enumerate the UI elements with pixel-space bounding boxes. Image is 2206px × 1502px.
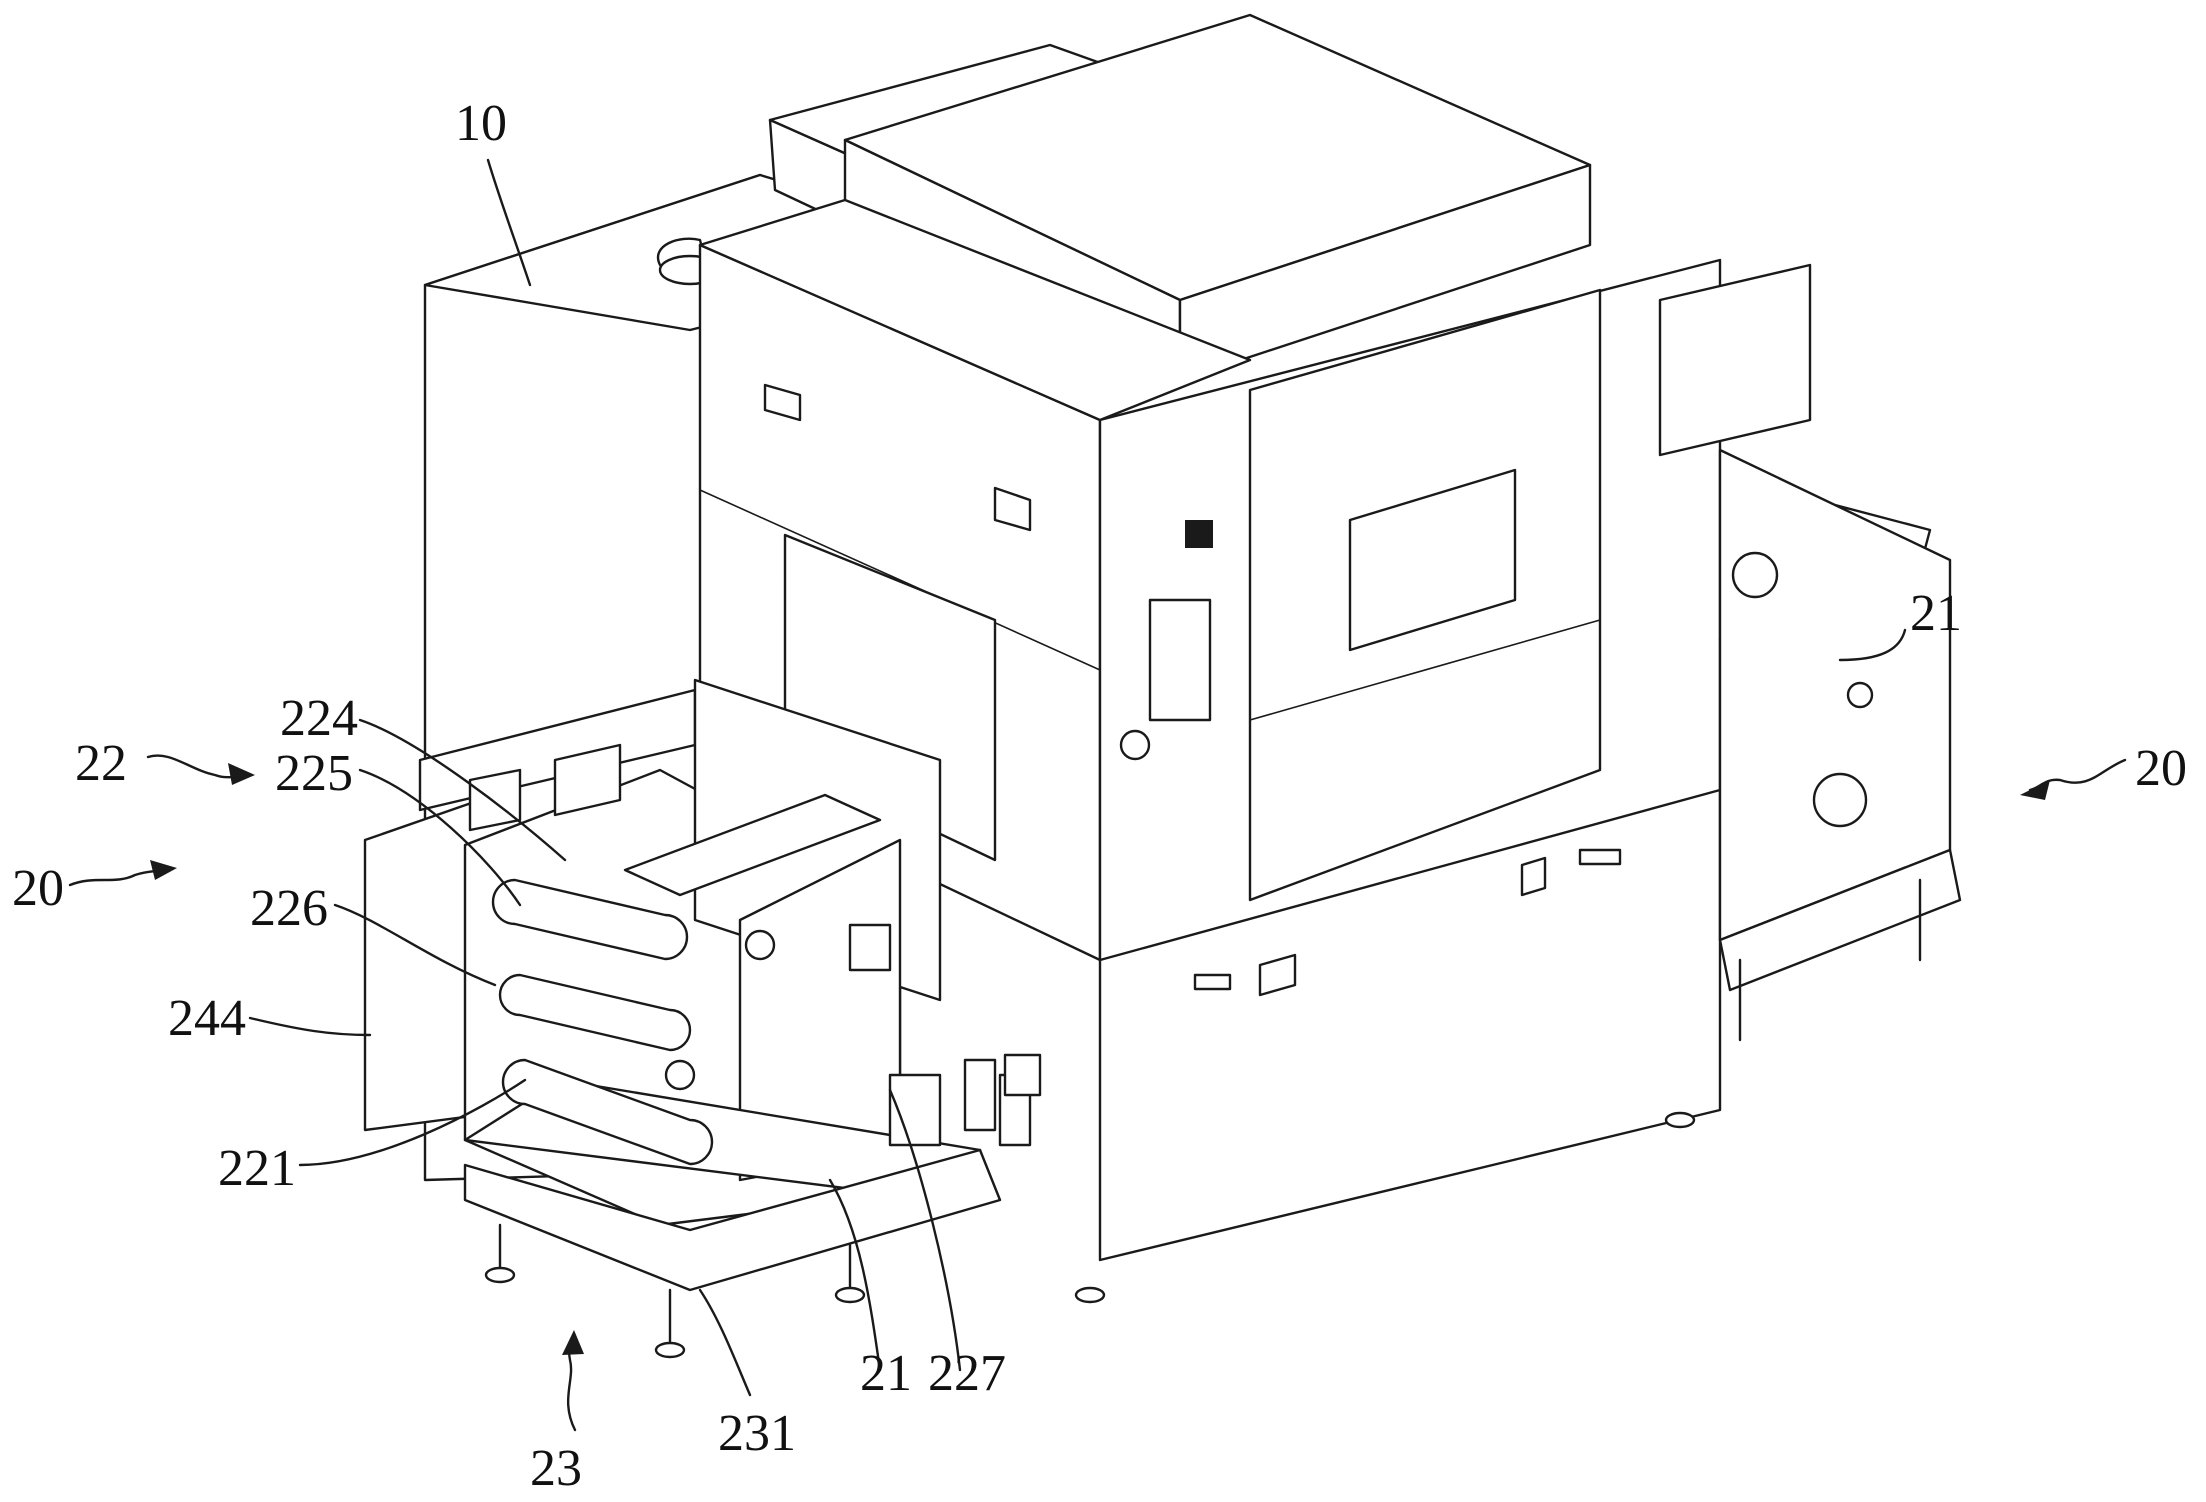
label-20-right: 20 xyxy=(2135,740,2187,797)
rollers xyxy=(491,878,714,1166)
label-225: 225 xyxy=(275,745,353,802)
base-frame xyxy=(463,1111,1696,1359)
right-unit xyxy=(1658,263,1962,1042)
right-cabinet xyxy=(1098,258,1722,1262)
label-224: 224 xyxy=(280,690,358,747)
reference-numerals: 10 21 20 22 224 225 20 226 244 221 21 22… xyxy=(12,95,2187,1497)
label-231: 231 xyxy=(718,1405,796,1462)
label-21-right: 21 xyxy=(1910,585,1962,642)
label-10: 10 xyxy=(455,95,507,152)
label-244: 244 xyxy=(168,990,246,1047)
label-22: 22 xyxy=(75,735,127,792)
label-20-left: 20 xyxy=(12,860,64,917)
label-226: 226 xyxy=(250,880,328,937)
leader-lines xyxy=(68,158,2127,1432)
label-23: 23 xyxy=(530,1440,582,1497)
top-hood xyxy=(768,13,1592,382)
label-221: 221 xyxy=(218,1140,296,1197)
label-21-bottom: 21 xyxy=(860,1345,912,1402)
label-227: 227 xyxy=(928,1345,1006,1402)
